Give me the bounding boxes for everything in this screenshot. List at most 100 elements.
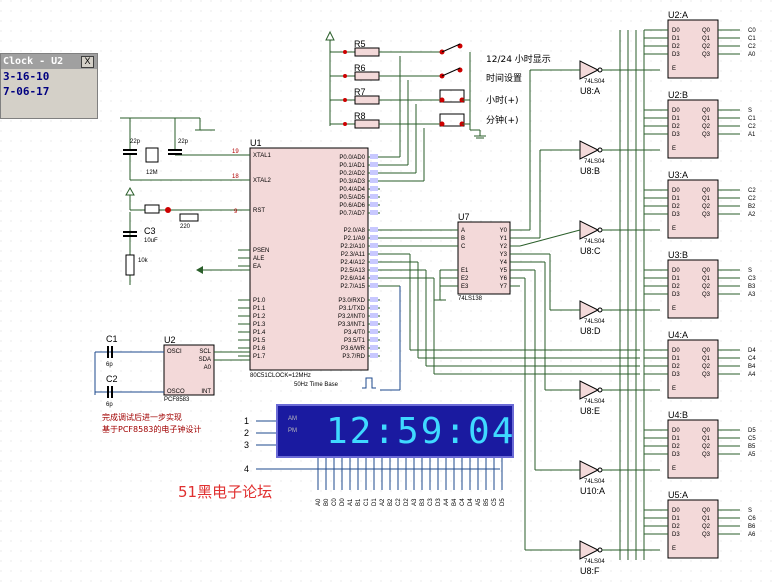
latch-output-label: C2 [748, 196, 756, 202]
latch-output-label: C2 [748, 44, 756, 50]
latch-output-label: A1 [748, 132, 756, 138]
latch-pin: D0 [672, 348, 680, 354]
bus-pin-label: D3 [436, 498, 442, 506]
latch-output-label: A0 [748, 52, 756, 58]
u1-pin-label: P1.7 [253, 354, 266, 360]
r6-ref: R6 [354, 63, 366, 73]
u1-pin-label: P0.7/AD7 [339, 211, 365, 217]
crystal[interactable] [145, 147, 159, 163]
latch-output-label: A3 [748, 292, 756, 298]
latch-pin: D2 [672, 444, 680, 450]
u2-pin-label: OSCO [167, 389, 185, 395]
timebase-label: 50Hz Time Base [294, 382, 339, 388]
c1-ref: C1 [106, 334, 118, 344]
u1-pin-label: P0.3/AD3 [339, 179, 365, 185]
latch-pin: Q2 [702, 284, 711, 290]
lcd-digits: 12:59:04 [326, 411, 516, 452]
set-time-label: 时间设置 [486, 72, 522, 84]
clock-window-title[interactable]: Clock - U2 [1, 54, 97, 69]
u2-pin-label: SCL [199, 349, 211, 355]
u1-pin-label: P3.4/T0 [344, 330, 366, 336]
latch-pin: Q3 [702, 452, 711, 458]
u1-pin-label: P0.4/AD4 [339, 187, 365, 193]
latch-pin: D2 [672, 364, 680, 370]
u1-mcu[interactable]: U1 80C51CLOCK=12MHz XTAL1XTAL2RSTPSENALE… [238, 138, 380, 379]
latch-pin: D3 [672, 452, 680, 458]
u1-pin-label: RST [253, 208, 265, 214]
bus-pin-label: D4 [468, 498, 474, 506]
latch-ref: U3:B [668, 250, 688, 260]
u1-pin-label: PSEN [253, 248, 269, 254]
bus-pin-label: C4 [460, 498, 466, 506]
u1-pin-label: P2.3/A11 [341, 252, 366, 258]
c5-value: 22p [178, 139, 189, 145]
buffer-ref: U8:C [580, 246, 601, 256]
bus-pin-label: B2 [388, 498, 394, 506]
bus-pin-label: B0 [324, 498, 330, 506]
latch-pin: D0 [672, 188, 680, 194]
bus-pin-label: B5 [484, 498, 490, 506]
u7-pin-label: E1 [461, 268, 469, 274]
latch-pin: Q0 [702, 348, 711, 354]
latch-pin: D1 [672, 356, 680, 362]
latch-pin: Q1 [702, 356, 711, 362]
latch-pin: Q0 [702, 28, 711, 34]
latch-pin: D0 [672, 108, 680, 114]
u1-pin-label: P3.1/TXD [339, 306, 366, 312]
crystal-value: 12M [146, 170, 158, 176]
c3-ref: C3 [144, 226, 156, 236]
latch-ref: U5:A [668, 490, 688, 500]
latch-pin: D1 [672, 436, 680, 442]
seven-segment-display[interactable]: AM PM 12:59:04 [276, 404, 514, 458]
u1-pin-label: P2.0/A8 [344, 228, 366, 234]
clock-date: 3-16-10 [3, 70, 50, 83]
u7-pin-label: Y4 [500, 260, 508, 266]
c3-value: 10uF [144, 238, 158, 244]
latch-output-label: C6 [748, 516, 756, 522]
clock-window[interactable]: Clock - U2 X 3-16-10 7-06-17 [0, 53, 98, 119]
latch-pin: Q0 [702, 188, 711, 194]
u7-pin-label: Y5 [500, 268, 508, 274]
bus-pin-label: C2 [396, 498, 402, 506]
u1-pin-label: P0.0/AD0 [339, 155, 365, 161]
r8-ref: R8 [354, 111, 366, 121]
latch-output-label: B6 [748, 524, 756, 530]
buffer-part: 74LS04 [584, 479, 605, 485]
reset-resistor[interactable] [125, 254, 135, 276]
u1-pin-label: P2.1/A9 [344, 236, 366, 242]
close-icon[interactable]: X [81, 56, 94, 68]
svg-text:18: 18 [232, 174, 239, 180]
latch-pin: D3 [672, 212, 680, 218]
latch-pin: E [672, 306, 676, 312]
u1-pin-label: P1.4 [253, 330, 266, 336]
r5-ref: R5 [354, 39, 366, 49]
latch-pin: Q1 [702, 436, 711, 442]
u1-pin-label: P0.2/AD2 [339, 171, 365, 177]
latch-pin: Q1 [702, 196, 711, 202]
bus-pin-label: C0 [332, 498, 338, 506]
latch-pin: D1 [672, 196, 680, 202]
latch-pin: D2 [672, 44, 680, 50]
ea-arrow [196, 266, 250, 274]
bus-pin-label: B4 [452, 498, 458, 506]
u2-pin-label: A0 [204, 365, 212, 371]
latch-output-label: D4 [748, 348, 756, 354]
r7-ref: R7 [354, 87, 366, 97]
latch-pin: Q1 [702, 116, 711, 122]
bus-pin-label: D5 [500, 498, 506, 506]
